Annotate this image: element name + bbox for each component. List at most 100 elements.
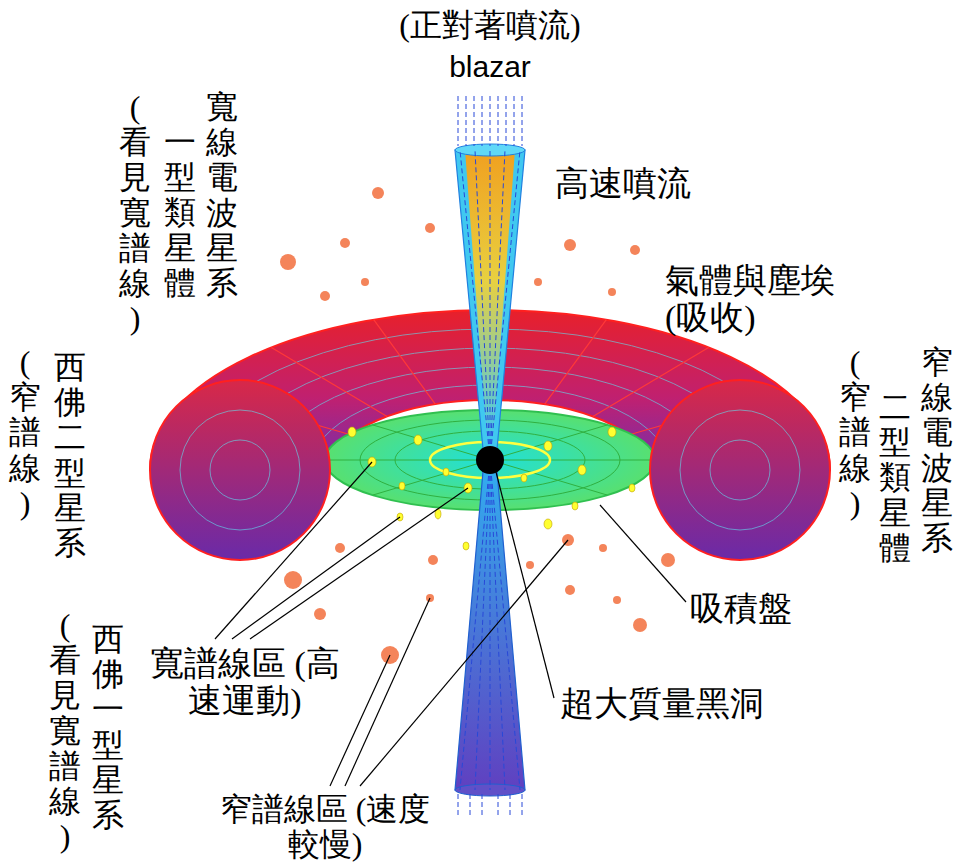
view-note: (看見寬譜線) [119, 90, 151, 336]
class-label-holder: 窄線電波星系 [921, 345, 953, 556]
narrow-line-cloud [599, 544, 607, 552]
narrow-line-cloud [314, 608, 326, 620]
jet-dash [498, 96, 499, 146]
narrow-line-cloud [425, 223, 435, 233]
narrow-line-cloud [630, 245, 640, 255]
jet-dash [460, 460, 490, 790]
jet-dash [474, 96, 475, 146]
upper-jet [455, 150, 525, 460]
view-note-holder: (正對著噴流) [350, 8, 630, 43]
lower-jet [455, 460, 525, 790]
class-label-holder: blazar [410, 50, 570, 83]
part-label: 寬譜線區 (高速運動) [135, 645, 355, 720]
black-hole [476, 446, 504, 474]
broad-line-cloud [414, 435, 422, 445]
jet-dash [458, 794, 459, 816]
leader-line [600, 505, 686, 602]
narrow-line-cloud [361, 278, 369, 286]
part-label: 吸積盤 [690, 590, 792, 627]
jet-dash [490, 96, 491, 146]
narrow-line-cloud [661, 553, 675, 567]
class-label: 窄線電波星系 [921, 345, 953, 556]
jet-dash [498, 794, 499, 816]
leader-line [215, 462, 372, 639]
broad-line-cloud [544, 519, 552, 529]
jet-dash [458, 96, 459, 146]
narrow-line-cloud [613, 596, 621, 604]
broad-line-cloud [572, 502, 578, 510]
leader-line [496, 472, 554, 698]
inner-disk-ring [430, 442, 550, 478]
jet-dash [475, 150, 490, 460]
narrow-line-cloud [608, 288, 616, 296]
part-label-holder: 寬譜線區 (高速運動) [135, 645, 355, 720]
narrow-line-cloud [372, 187, 384, 199]
class-label: blazar [410, 50, 570, 83]
narrow-line-cloud [633, 618, 647, 632]
part-label: 超大質量黑洞 [560, 685, 764, 722]
broad-line-cloud [521, 474, 527, 482]
class-label-holder: 二型類星體 [879, 390, 911, 566]
narrow-line-cloud [428, 555, 438, 565]
jet-dashes [458, 96, 522, 816]
view-note: (正對著噴流) [350, 8, 630, 43]
narrow-line-cloud [564, 239, 576, 251]
jet-dash [490, 150, 520, 460]
narrow-line-cloud [335, 543, 345, 553]
view-note-holder: (窄譜線) [839, 345, 871, 521]
part-label-holder: 高速噴流 [555, 165, 691, 202]
class-label: 二型類星體 [879, 390, 911, 566]
broad-line-cloud [608, 427, 616, 437]
jet-dash [490, 150, 491, 460]
class-label-holder: 西佛二型星系 [54, 350, 86, 561]
leader-lines [215, 462, 686, 786]
jet-dash [460, 150, 490, 460]
narrow-line-cloud [565, 585, 575, 595]
jet-dash [514, 96, 515, 146]
class-label-holder: 西佛一型星系 [92, 622, 124, 833]
class-label-holder: 寬線電波星系 [206, 90, 238, 301]
broad-line-clouds [348, 427, 635, 550]
broad-line-cloud [629, 484, 635, 492]
jet-dash [490, 460, 505, 790]
view-note-holder: (看見寬譜線) [119, 90, 151, 336]
narrow-line-cloud [280, 254, 296, 270]
class-label: 西佛一型星系 [92, 622, 124, 833]
view-note-holder: (窄譜線) [9, 345, 41, 521]
leader-line [232, 517, 400, 639]
narrow-line-cloud [284, 571, 302, 589]
torus-section-grid [180, 410, 300, 530]
class-label: 西佛二型星系 [54, 350, 86, 561]
torus-section [650, 380, 830, 560]
class-label: 寬線電波星系 [206, 90, 238, 301]
broad-line-cloud [348, 427, 356, 437]
torus-section-grid [210, 440, 270, 500]
leader-line [250, 488, 468, 639]
torus-section-grid [710, 440, 770, 500]
class-label-holder: 一型類星體 [164, 125, 196, 301]
class-label: 一型類星體 [164, 125, 196, 301]
view-note: (窄譜線) [839, 345, 871, 521]
torus-meridian [545, 320, 607, 405]
part-label-holder: 窄譜線區 (速度較慢) [215, 792, 435, 862]
torus-meridian [374, 320, 436, 405]
jet-dash [482, 96, 483, 146]
broad-line-cloud [578, 465, 586, 475]
leader-line [360, 540, 568, 786]
narrow-line-cloud [320, 291, 330, 301]
narrow-line-cloud [534, 278, 542, 286]
torus-section [150, 380, 330, 560]
jet-dash [470, 794, 471, 816]
part-label: 窄譜線區 (速度較慢) [215, 792, 435, 862]
broad-line-cloud [443, 468, 449, 476]
part-label: 高速噴流 [555, 165, 691, 202]
narrow-line-cloud [340, 238, 350, 248]
part-label-holder: 超大質量黑洞 [560, 685, 764, 722]
jet-dash [466, 96, 467, 146]
jet-dash [482, 794, 483, 816]
jet-dash [522, 794, 523, 816]
broad-line-cloud [399, 482, 405, 490]
part-label-holder: 吸積盤 [690, 590, 792, 627]
leader-line [345, 598, 430, 786]
